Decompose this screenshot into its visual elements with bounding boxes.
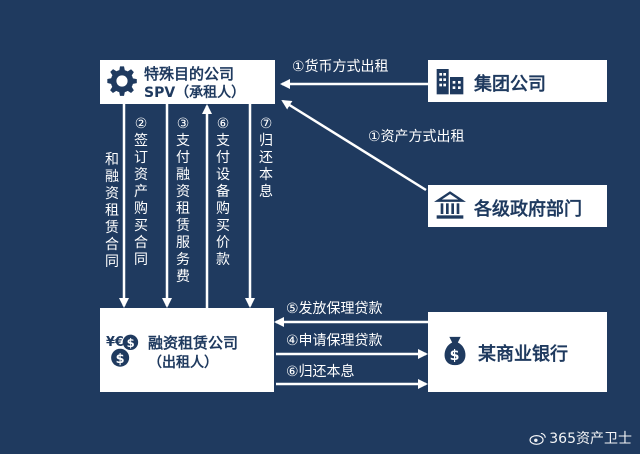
edge-label-apply-loan: ④申请保理贷款 [286, 333, 383, 349]
spv-node: 特殊目的公司 SPV（承租人） [100, 60, 275, 104]
watermark: 365资产卫士 [529, 428, 632, 448]
spv-title: 特殊目的公司 [144, 65, 235, 83]
arrow-asset-rent [281, 99, 427, 192]
svg-text:$: $ [450, 348, 460, 364]
svg-text:$: $ [116, 352, 125, 367]
leasing-company-title: 融资租赁公司 [148, 334, 239, 352]
spv-subtitle: SPV（承租人） [144, 85, 246, 101]
edge-label-asset-rent: ①资产方式出租 [368, 129, 465, 145]
money-bag-icon: $ [444, 336, 466, 366]
currency-coins-icon: ¥€ $ $ [106, 334, 139, 367]
gear-icon [107, 66, 137, 96]
weibo-logo-icon [529, 432, 547, 445]
watermark-text: 365资产卫士 [549, 431, 632, 447]
group-company-label: 集团公司 [474, 74, 546, 95]
edge-label-currency-rent: ①货币方式出租 [292, 59, 389, 75]
bank-label: 某商业银行 [478, 344, 568, 365]
government-building-icon [434, 191, 466, 219]
bank-node: $ 某商业银行 [428, 312, 607, 392]
edge-label-repay-interest: ⑦归还本息 [259, 116, 273, 200]
svg-text:$: $ [127, 336, 135, 350]
government-label: 各级政府部门 [474, 199, 582, 220]
edge-label-pay-equipment: ⑥支付设备购买价款 [216, 116, 230, 268]
leasing-company-subtitle: （出租人） [148, 355, 218, 371]
edge-label-sign-purchase: ②签订资产购买合同 [134, 116, 148, 268]
edge-label-pay-service-fee: ③支付融资租赁服务费 [176, 116, 190, 285]
edge-label-repay-bank: ⑥归还本息 [286, 364, 355, 380]
leasing-company-node: ¥€ $ $ 融资租赁公司 （出租人） [100, 308, 274, 392]
government-node: 各级政府部门 [428, 185, 607, 227]
edge-label-issue-loan: ⑤发放保理贷款 [286, 301, 383, 317]
group-company-node: 集团公司 [428, 60, 607, 102]
edge-label-lease-contract: 和融资租赁合同 [105, 152, 119, 270]
building-icon [436, 69, 464, 95]
svg-text:¥€: ¥€ [106, 335, 124, 350]
